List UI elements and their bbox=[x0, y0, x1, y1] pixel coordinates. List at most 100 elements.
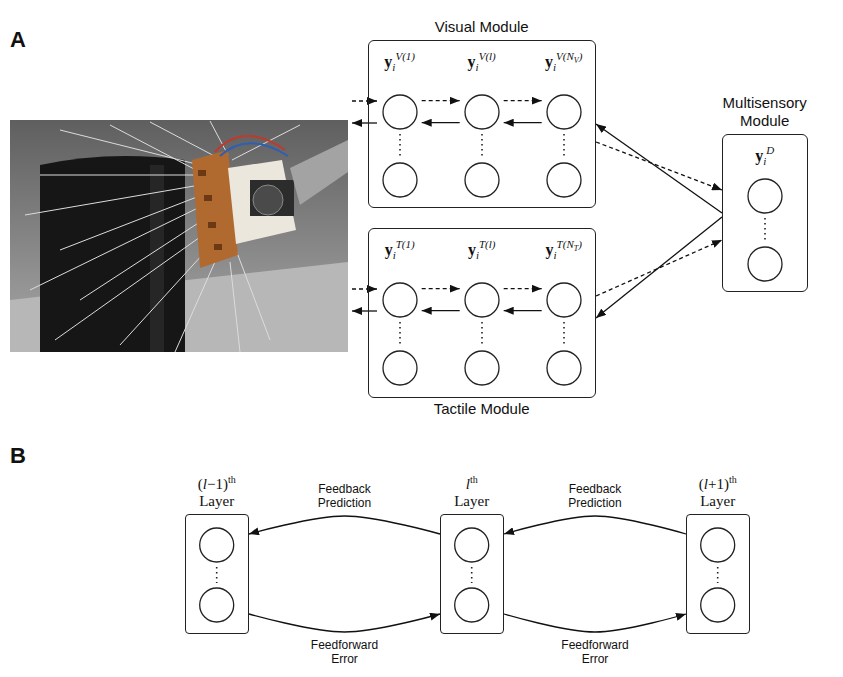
math-part: ( bbox=[485, 238, 489, 250]
math-part: T bbox=[557, 238, 563, 250]
black-cylinder bbox=[40, 156, 185, 352]
unit-circle bbox=[748, 179, 782, 213]
unit-column: yiD bbox=[743, 140, 787, 286]
feedforward-input-arrow bbox=[352, 100, 377, 101]
math-part: th bbox=[729, 474, 737, 485]
math-part: Layer bbox=[198, 493, 236, 510]
module-box: yiT(1)yiT(l)yiT(NT)Tactile Module bbox=[368, 228, 596, 398]
math-part: l bbox=[466, 476, 470, 492]
unit-column: yiT(1) bbox=[378, 234, 422, 388]
connector-arrow bbox=[504, 614, 686, 632]
unit-circle bbox=[465, 95, 499, 129]
math-part: y bbox=[385, 241, 393, 258]
ellipsis-dots bbox=[481, 322, 483, 346]
math-part: D bbox=[766, 144, 774, 156]
math-part: ) bbox=[411, 238, 415, 250]
unit-circle bbox=[465, 163, 499, 197]
math-part: N bbox=[566, 238, 573, 250]
math-part: ) bbox=[411, 50, 415, 62]
unit-circle bbox=[547, 283, 581, 317]
panel-letter: B bbox=[10, 444, 26, 468]
unit-label: yiV(NV) bbox=[545, 46, 582, 77]
panel-letter: A bbox=[10, 28, 26, 52]
connector-arrow bbox=[504, 122, 542, 123]
photo-ground bbox=[10, 120, 348, 352]
math-part: th bbox=[470, 474, 478, 485]
unit-circles bbox=[460, 46, 504, 200]
edge-label: Feedback Prediction bbox=[553, 482, 637, 510]
unit-circle bbox=[455, 528, 489, 562]
math-part: y bbox=[546, 241, 554, 258]
math-part: V(1) bbox=[395, 50, 415, 62]
whisker bbox=[80, 218, 206, 300]
unit-circles bbox=[378, 46, 422, 200]
connector-arrow bbox=[504, 100, 542, 101]
unit-column: yiV(l) bbox=[460, 46, 504, 200]
unit-circle bbox=[547, 95, 581, 129]
feedback-output-arrow bbox=[352, 122, 377, 123]
board-part bbox=[204, 195, 212, 201]
math-part: T(1) bbox=[396, 238, 415, 250]
whisker bbox=[236, 250, 270, 340]
connector-arrow bbox=[504, 288, 542, 289]
edge-label: Feedforward Error bbox=[553, 638, 637, 666]
math-part: 1 bbox=[716, 476, 724, 492]
unit-circle bbox=[383, 163, 417, 197]
connector-arrow bbox=[504, 516, 686, 534]
layer-title: (l−1)th Layer bbox=[198, 471, 236, 510]
connector-arrow bbox=[422, 310, 460, 311]
math-part: + bbox=[708, 476, 716, 492]
unit-circles bbox=[441, 515, 502, 632]
math-part: ) bbox=[578, 238, 582, 250]
unit-label: yiT(NT) bbox=[546, 234, 582, 265]
math-part: i bbox=[476, 249, 479, 261]
math-part: 1 bbox=[406, 238, 412, 250]
unit-circle bbox=[200, 528, 234, 562]
unit-label: yiT(l) bbox=[468, 234, 496, 265]
feedback-output-arrow bbox=[352, 310, 377, 311]
math-part: V bbox=[479, 50, 486, 62]
math-part: V bbox=[556, 50, 563, 62]
unit-circle bbox=[701, 528, 735, 562]
edge-label: Feedforward Error bbox=[303, 638, 387, 666]
math-part: ) bbox=[724, 476, 729, 492]
connector-arrow bbox=[596, 142, 722, 190]
whisker bbox=[110, 125, 196, 170]
layer-box: (l+1)th Layer bbox=[686, 514, 750, 634]
module-title: Tactile Module bbox=[434, 400, 530, 418]
math-part: l bbox=[489, 50, 492, 62]
layer-title: (l+1)th Layer bbox=[699, 471, 737, 510]
math-part: i bbox=[393, 249, 396, 261]
math-part: T bbox=[396, 238, 402, 250]
math-part: th bbox=[228, 474, 236, 485]
ellipsis-dots bbox=[399, 134, 401, 158]
math-part: Layer bbox=[454, 493, 489, 510]
math-part: T(NT) bbox=[557, 238, 582, 250]
math-part: ) bbox=[579, 50, 583, 62]
unit-circle bbox=[383, 283, 417, 317]
unit-circle bbox=[383, 95, 417, 129]
input-arrows bbox=[352, 101, 377, 311]
math-part: T bbox=[479, 238, 485, 250]
math-part: ( bbox=[198, 476, 203, 492]
connector-arrow bbox=[422, 122, 460, 123]
whisker bbox=[210, 121, 228, 155]
unit-circle bbox=[383, 351, 417, 385]
math-part: V(l) bbox=[479, 50, 496, 62]
math-part: − bbox=[207, 476, 215, 492]
connector-arrow bbox=[422, 288, 460, 289]
robot-photo bbox=[10, 120, 348, 352]
math-part: ( bbox=[563, 238, 567, 250]
unit-circle bbox=[547, 163, 581, 197]
layer-title: lth Layer bbox=[454, 471, 489, 510]
servo bbox=[250, 180, 294, 216]
board-part bbox=[214, 244, 222, 250]
ellipsis-dots bbox=[399, 322, 401, 346]
whisker bbox=[30, 205, 204, 290]
math-part: V bbox=[395, 50, 402, 62]
servo-wheel bbox=[253, 185, 283, 215]
layer-box: (l−1)th Layer bbox=[185, 514, 249, 634]
module-title: Multisensory Module bbox=[710, 94, 820, 130]
